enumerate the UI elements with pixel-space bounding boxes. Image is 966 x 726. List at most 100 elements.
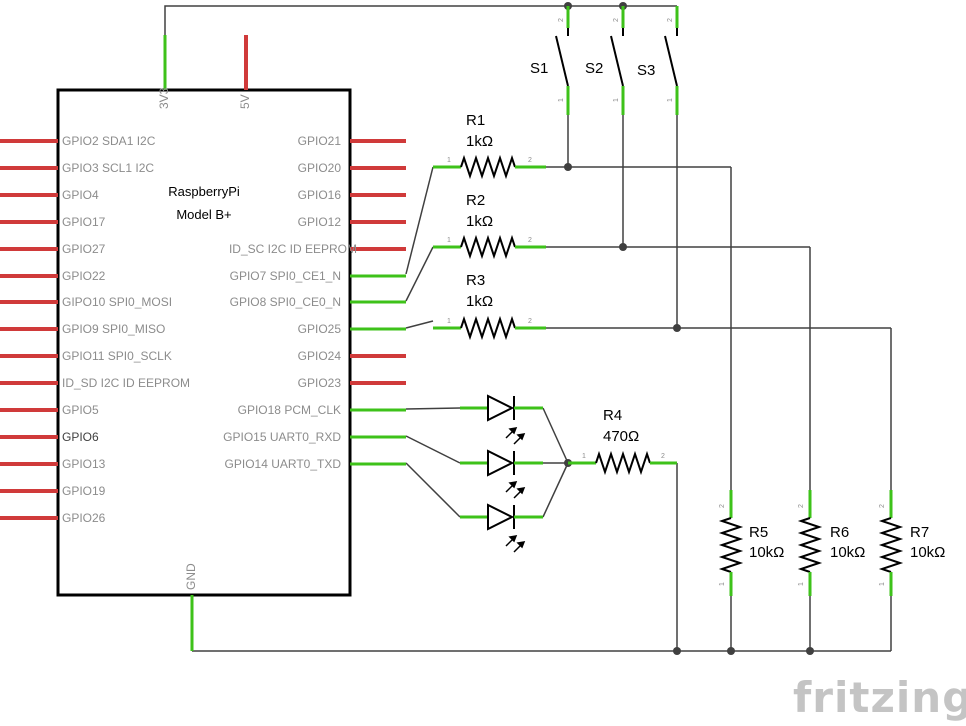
pin-label: ID_SC I2C ID EEPROM (229, 242, 357, 256)
pin-number: 1 (798, 582, 805, 586)
resistor-name: R3 (466, 272, 485, 289)
wire-gpio14-led3 (405, 462, 461, 518)
pin-label: GPIO25 (298, 322, 342, 336)
pin-label: GPIO20 (298, 161, 342, 175)
pin-label: GPIO7 SPI0_CE1_N (230, 269, 341, 283)
resistor-r3[interactable]: 1 2 R3 1kΩ (433, 272, 546, 341)
pin-label: GPIO15 UART0_RXD (223, 430, 341, 444)
raspberry-pi-board[interactable]: RaspberryPi Model B+ 3V3 5V GND GPIO2 SD… (0, 35, 406, 651)
junction-dot (673, 324, 681, 332)
pin-label: GPIO14 UART0_TXD (225, 457, 342, 471)
wire-gpio8-r2 (405, 246, 434, 302)
resistor-zigzag (460, 234, 516, 260)
pin-label: GPIO19 (62, 484, 106, 498)
pin-label: GPIO6 (62, 430, 99, 444)
pin-label: GPIO24 (298, 349, 342, 363)
switch-lever (664, 35, 678, 87)
wire-gpio7-r1 (405, 166, 434, 275)
resistor-name: R4 (603, 407, 622, 424)
pin-number: 1 (582, 453, 586, 460)
pin-label: GPIO5 (62, 403, 99, 417)
resistor-zigzag (718, 517, 744, 573)
pin-number: 2 (528, 157, 532, 164)
wire-gpio25-r3 (405, 320, 434, 329)
board-subtitle: Model B+ (176, 207, 231, 222)
pin-label: GPIO12 (298, 215, 342, 229)
resistor-name: R5 (749, 524, 768, 541)
resistor-r5[interactable]: 2 1 R5 10kΩ (718, 490, 784, 596)
pin-number: 2 (798, 504, 805, 508)
pin-number: 1 (447, 318, 451, 325)
wire-3v3-bus (164, 5, 677, 35)
resistor-zigzag (878, 517, 904, 573)
pin-number: 2 (667, 18, 674, 22)
pin-number: 2 (528, 237, 532, 244)
led-3[interactable] (460, 503, 543, 553)
wire-led3-junction (542, 462, 569, 518)
led-emission-arrows-icon (505, 535, 526, 553)
pin-number: 2 (661, 453, 665, 460)
pin-label: GPIO9 SPI0_MISO (62, 322, 165, 336)
switch-label: S1 (530, 60, 548, 77)
switch-s1[interactable]: 2 1 S1 (530, 6, 570, 115)
pin-number: 1 (879, 582, 886, 586)
switch-s3[interactable]: 2 1 S3 (637, 6, 679, 115)
resistor-value: 10kΩ (749, 544, 784, 561)
pin-label: GPIO22 (62, 269, 106, 283)
fritzing-watermark: fritzing (793, 673, 966, 722)
wire-gpio15-led2 (405, 435, 461, 464)
led-2[interactable] (460, 449, 543, 499)
resistor-value: 10kΩ (830, 544, 865, 561)
pin-number: 1 (447, 157, 451, 164)
resistor-name: R6 (830, 524, 849, 541)
pin-number: 2 (528, 318, 532, 325)
resistor-r7[interactable]: 2 1 R7 10kΩ (878, 490, 945, 596)
led-triangle (487, 394, 515, 422)
left-pin-column: GPIO2 SDA1 I2C GPIO3 SCL1 I2C GPIO4 GPIO… (0, 134, 190, 525)
led-1[interactable] (460, 394, 543, 445)
resistor-r4[interactable]: 1 2 R4 470Ω (568, 407, 677, 476)
resistor-r1[interactable]: 1 2 R1 1kΩ (433, 112, 546, 180)
junction-dot (806, 647, 814, 655)
pin-number: 1 (613, 98, 620, 102)
pin-label: GPIO27 (62, 242, 106, 256)
switch-s2[interactable]: 2 1 S2 (585, 6, 625, 115)
pin-number: 2 (879, 504, 886, 508)
wires (164, 5, 892, 652)
pin-label: GPIO3 SCL1 I2C (62, 161, 154, 175)
pin-label: GPIO16 (298, 188, 342, 202)
led-emission-arrows-icon (505, 481, 526, 499)
pin-label-gnd: GND (184, 563, 198, 590)
board-outline (56, 88, 352, 597)
resistor-r6[interactable]: 2 1 R6 10kΩ (797, 490, 865, 596)
resistor-zigzag (797, 517, 823, 573)
pin-number: 1 (667, 98, 674, 102)
pin-label-3v3: 3V3 (157, 87, 171, 109)
switch-label: S2 (585, 60, 603, 77)
pin-number: 1 (719, 582, 726, 586)
junction-dot (564, 163, 572, 171)
led-triangle (487, 503, 515, 531)
junction-dot (727, 647, 735, 655)
resistor-value: 1kΩ (466, 213, 493, 230)
pin-number: 2 (719, 504, 726, 508)
pin-label: GPIO2 SDA1 I2C (62, 134, 156, 148)
junction-dot (673, 647, 681, 655)
pin-label: GPIO8 SPI0_CE0_N (230, 295, 341, 309)
switch-lever (610, 35, 624, 87)
pin-label: GPIO23 (298, 376, 342, 390)
pin-label: GPIO17 (62, 215, 106, 229)
pin-label: GPIO13 (62, 457, 106, 471)
pin-number: 1 (558, 98, 565, 102)
resistor-zigzag (460, 315, 516, 341)
resistor-r2[interactable]: 1 2 R2 1kΩ (433, 192, 546, 260)
pin-label: GIPO10 SPI0_MOSI (62, 295, 172, 309)
pin-number: 2 (558, 18, 565, 22)
resistor-zigzag (595, 450, 651, 476)
wire-led1-junction (542, 407, 569, 464)
pin-label: GPIO18 PCM_CLK (238, 403, 341, 417)
pin-label: GPIO11 SPI0_SCLK (62, 349, 172, 363)
pin-label: ID_SD I2C ID EEPROM (62, 376, 190, 390)
junction-dot (619, 243, 627, 251)
